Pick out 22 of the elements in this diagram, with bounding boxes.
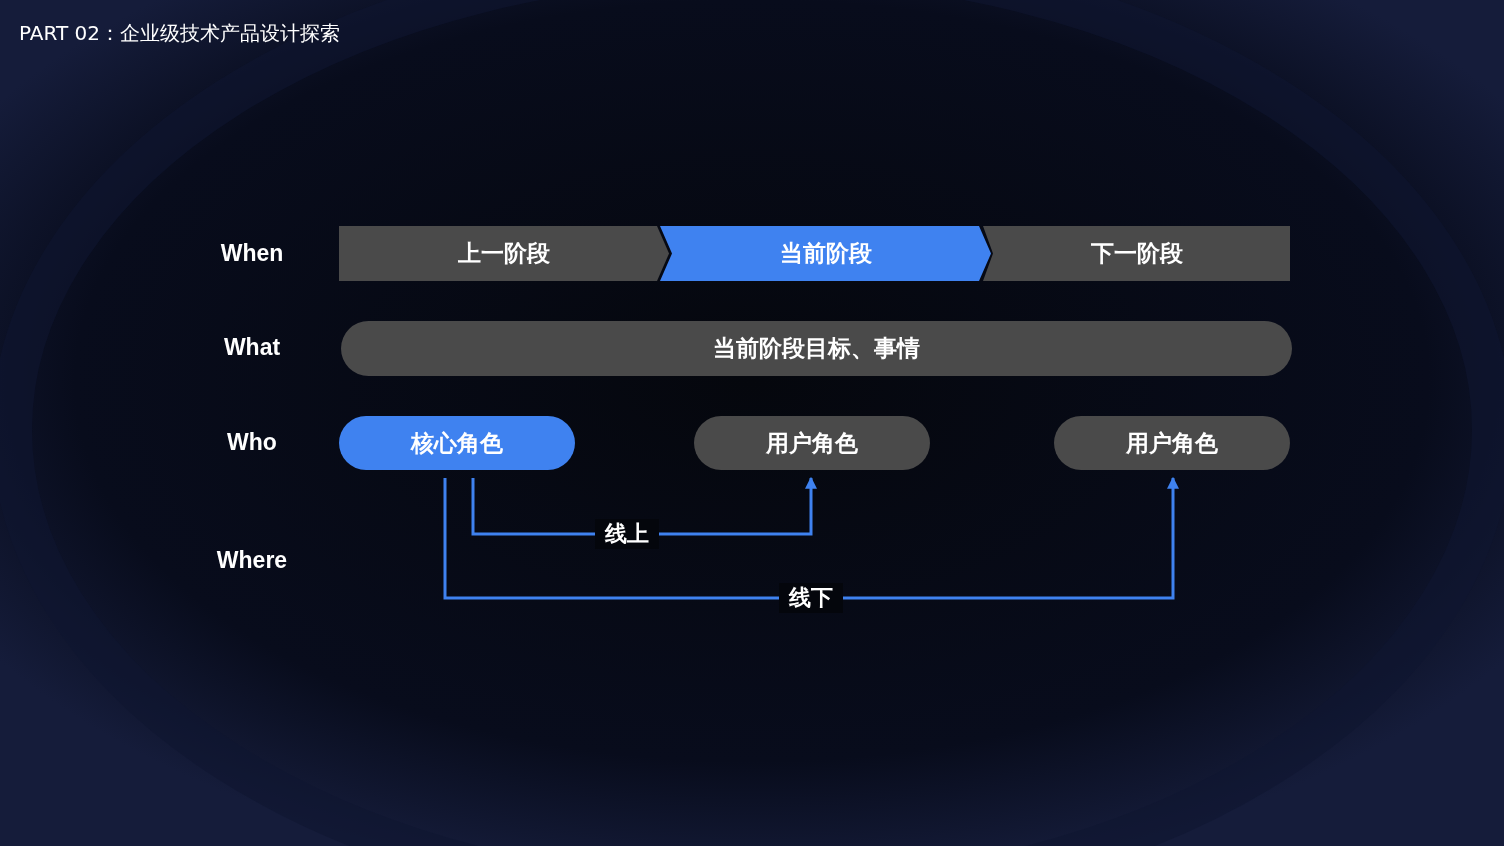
row-label: When bbox=[219, 240, 285, 267]
node-text: 下一阶段 bbox=[1090, 239, 1183, 268]
goal-bar bbox=[341, 321, 1292, 376]
row-label: What bbox=[222, 334, 282, 361]
role-pill bbox=[694, 416, 930, 470]
role-pill bbox=[339, 416, 575, 470]
stage-banner bbox=[660, 226, 991, 281]
row-label: Who bbox=[226, 429, 278, 456]
edge-label: 线下 bbox=[779, 583, 843, 613]
node-text: 核心角色 bbox=[411, 428, 503, 458]
node-text: 当前阶段 bbox=[779, 239, 872, 268]
stage-banner bbox=[339, 226, 669, 281]
slide-title: PART 02：企业级技术产品设计探索 bbox=[19, 20, 340, 47]
node-text: 用户角色 bbox=[766, 428, 858, 458]
connector-arrow bbox=[443, 476, 1179, 600]
node-text: 用户角色 bbox=[1126, 428, 1218, 458]
node-text: 上一阶段 bbox=[458, 239, 550, 268]
edge-label: 线上 bbox=[595, 519, 659, 549]
role-pill bbox=[1054, 416, 1290, 470]
row-label: Where bbox=[215, 547, 289, 574]
node-text: 当前阶段目标、事情 bbox=[713, 334, 920, 363]
stage-banner bbox=[983, 226, 1290, 281]
